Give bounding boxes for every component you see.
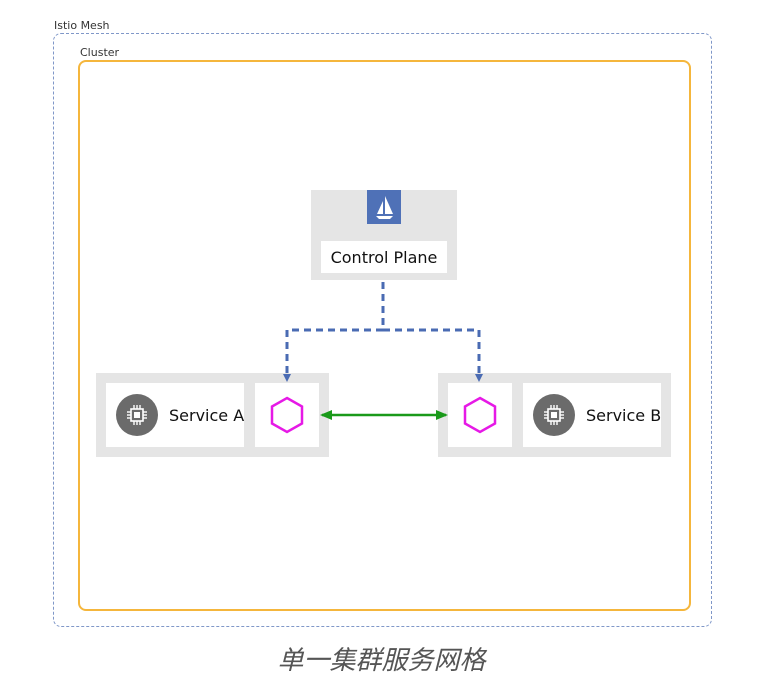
control-plane-label: Control Plane bbox=[321, 241, 447, 273]
mesh-label: Istio Mesh bbox=[54, 19, 110, 32]
hexagon-icon bbox=[270, 396, 304, 434]
mesh-boundary bbox=[53, 33, 712, 627]
service-a-sidecar-proxy bbox=[255, 383, 319, 447]
service-b-label: Service B bbox=[586, 405, 662, 425]
service-b-container: Service B bbox=[523, 383, 661, 447]
cpu-chip-icon bbox=[533, 394, 575, 436]
hexagon-icon bbox=[463, 396, 497, 434]
service-b-sidecar-proxy bbox=[448, 383, 512, 447]
service-a-label: Service A bbox=[169, 405, 245, 425]
cluster-boundary bbox=[78, 60, 691, 611]
cpu-chip-icon bbox=[116, 394, 158, 436]
diagram-caption: 单一集群服务网格 bbox=[277, 646, 486, 676]
cluster-label: Cluster bbox=[80, 46, 120, 59]
service-a-container: Service A bbox=[106, 383, 244, 447]
config-link-control-plane-to-proxy-a bbox=[283, 282, 385, 382]
istio-sail-icon bbox=[367, 190, 401, 224]
config-link-control-plane-to-proxy-b bbox=[383, 328, 483, 382]
